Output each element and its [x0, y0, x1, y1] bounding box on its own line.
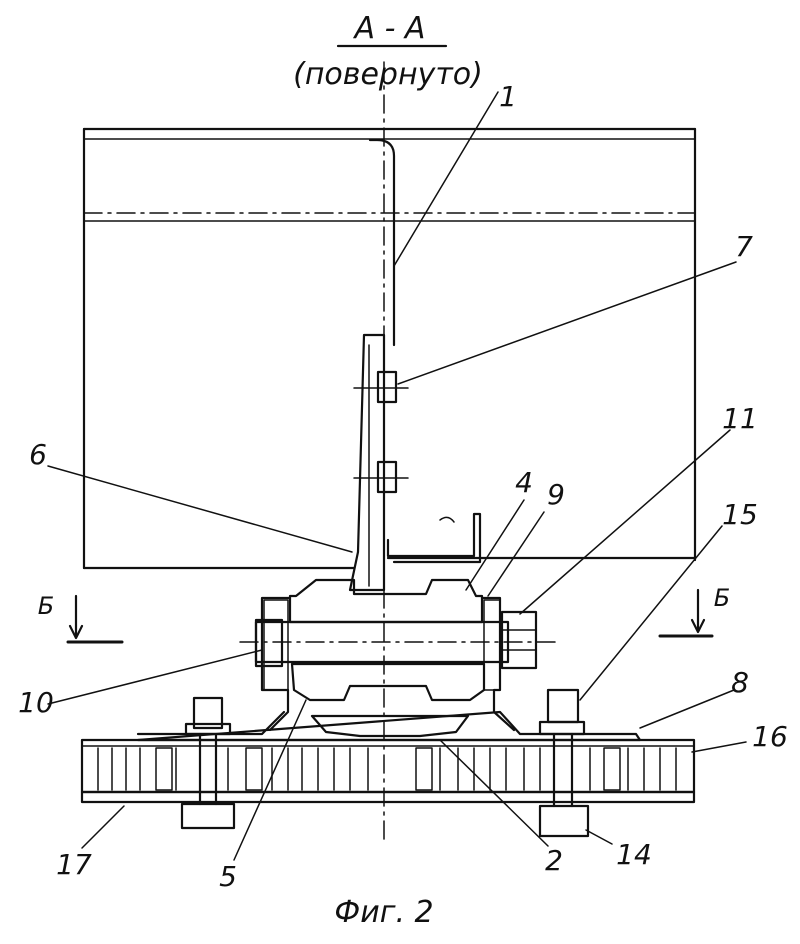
label-7: 7	[735, 230, 753, 263]
seat-2	[312, 716, 468, 736]
part-labels: 1 7 11 6 4 9 15 8 16 10 17 5 2 14	[18, 80, 788, 893]
label-8: 8	[731, 666, 749, 699]
label-9: 9	[547, 478, 565, 511]
label-17: 17	[56, 848, 92, 881]
section-subtitle: (повернуто)	[293, 57, 483, 92]
section-mark-left: Б	[38, 592, 122, 642]
label-1: 1	[499, 80, 517, 113]
label-4: 4	[515, 466, 533, 499]
bolt-15	[540, 690, 588, 836]
svg-text:Б: Б	[714, 584, 730, 612]
honeycomb-panel-16	[82, 740, 694, 802]
fastener-7-lower	[354, 462, 408, 492]
svg-text:Б: Б	[38, 592, 54, 620]
label-10: 10	[18, 686, 54, 719]
label-16: 16	[752, 720, 788, 753]
nut-14	[540, 806, 588, 836]
figure-caption: Фиг. 2	[334, 895, 433, 930]
label-6: 6	[29, 438, 47, 471]
label-14: 14	[616, 838, 652, 871]
section-title-group: А - А (повернуто)	[293, 11, 483, 92]
hook	[388, 514, 480, 562]
bolt-left	[182, 698, 234, 828]
label-15: 15	[722, 498, 758, 531]
label-2: 2	[545, 844, 563, 877]
elastic-block-lower-5	[292, 664, 484, 700]
section-title: А - А	[353, 11, 426, 46]
label-11: 11	[722, 402, 758, 435]
label-5: 5	[219, 860, 237, 893]
rod-1	[370, 140, 394, 345]
elastic-block-upper-4	[290, 580, 482, 622]
section-mark-right: Б	[660, 584, 730, 636]
